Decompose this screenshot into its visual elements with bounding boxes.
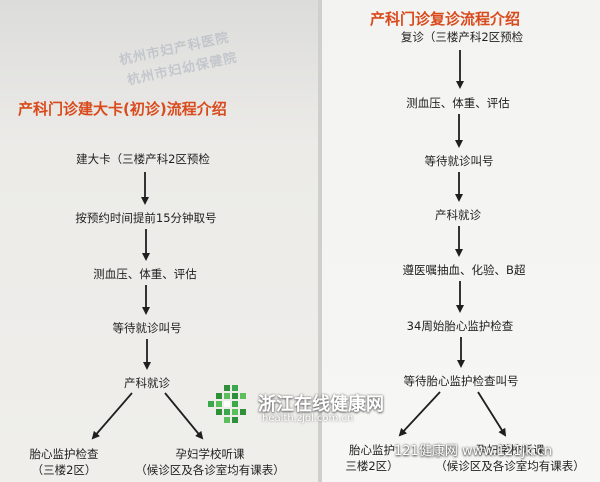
right-step-3: 等待就诊叫号: [424, 154, 494, 168]
watermark-url: health.zjol.com.cn: [262, 413, 354, 424]
right-step-2: 测血压、体重、评估: [406, 96, 510, 110]
left-step-4: 等待就诊叫号: [112, 321, 182, 335]
right-panel: [322, 0, 600, 482]
right-step-4: 产科就诊: [435, 208, 481, 222]
right-branch-b: 孕妇学校听课 （候诊区及各诊室均有课表）: [435, 442, 585, 474]
right-branch-a: 胎心监护 三楼2区）: [345, 442, 398, 474]
left-branch-b-line2: （候诊区及各诊室均有课表）: [135, 463, 285, 477]
left-title: 产科门诊建大卡(初诊)流程介绍: [18, 100, 227, 118]
right-step-5: 遵医嘱抽血、化验、B超: [402, 263, 526, 277]
left-step-2: 按预约时间提前15分钟取号: [75, 211, 217, 225]
left-step-3: 测血压、体重、评估: [93, 267, 197, 281]
left-branch-a-line1: 胎心监护检查: [29, 447, 99, 461]
left-branch-a-line2: （三楼2区）: [31, 463, 97, 477]
right-step-7: 等待胎心监护检查叫号: [403, 374, 519, 388]
paper-fold: [318, 0, 322, 482]
right-title: 产科门诊复诊流程介绍: [370, 10, 521, 28]
right-branch-a-line1: 胎心监护: [348, 443, 395, 457]
watermark-title: 浙江在线健康网: [258, 394, 384, 415]
left-branch-b: 孕妇学校听课 （候诊区及各诊室均有课表）: [135, 446, 285, 478]
right-branch-b-line2: （候诊区及各诊室均有课表）: [435, 459, 585, 473]
right-step-6: 34周始胎心监护检查: [406, 319, 514, 333]
left-panel: [0, 0, 318, 482]
left-step-1: 建大卡（三楼产科2区预检: [76, 152, 210, 166]
right-branch-b-line1: 孕妇学校听课: [475, 443, 545, 457]
zjol-logo-icon: [208, 385, 246, 423]
right-step-1: 复诊（三楼产科2区预检: [400, 30, 524, 44]
left-branch-a: 胎心监护检查 （三楼2区）: [30, 446, 99, 478]
watermark-site: 121健康网 www.121jk.cn: [394, 444, 553, 459]
right-branch-a-line2: 三楼2区）: [345, 459, 399, 473]
left-step-5: 产科就诊: [124, 376, 170, 390]
left-branch-b-line1: 孕妇学校听课: [175, 447, 245, 461]
